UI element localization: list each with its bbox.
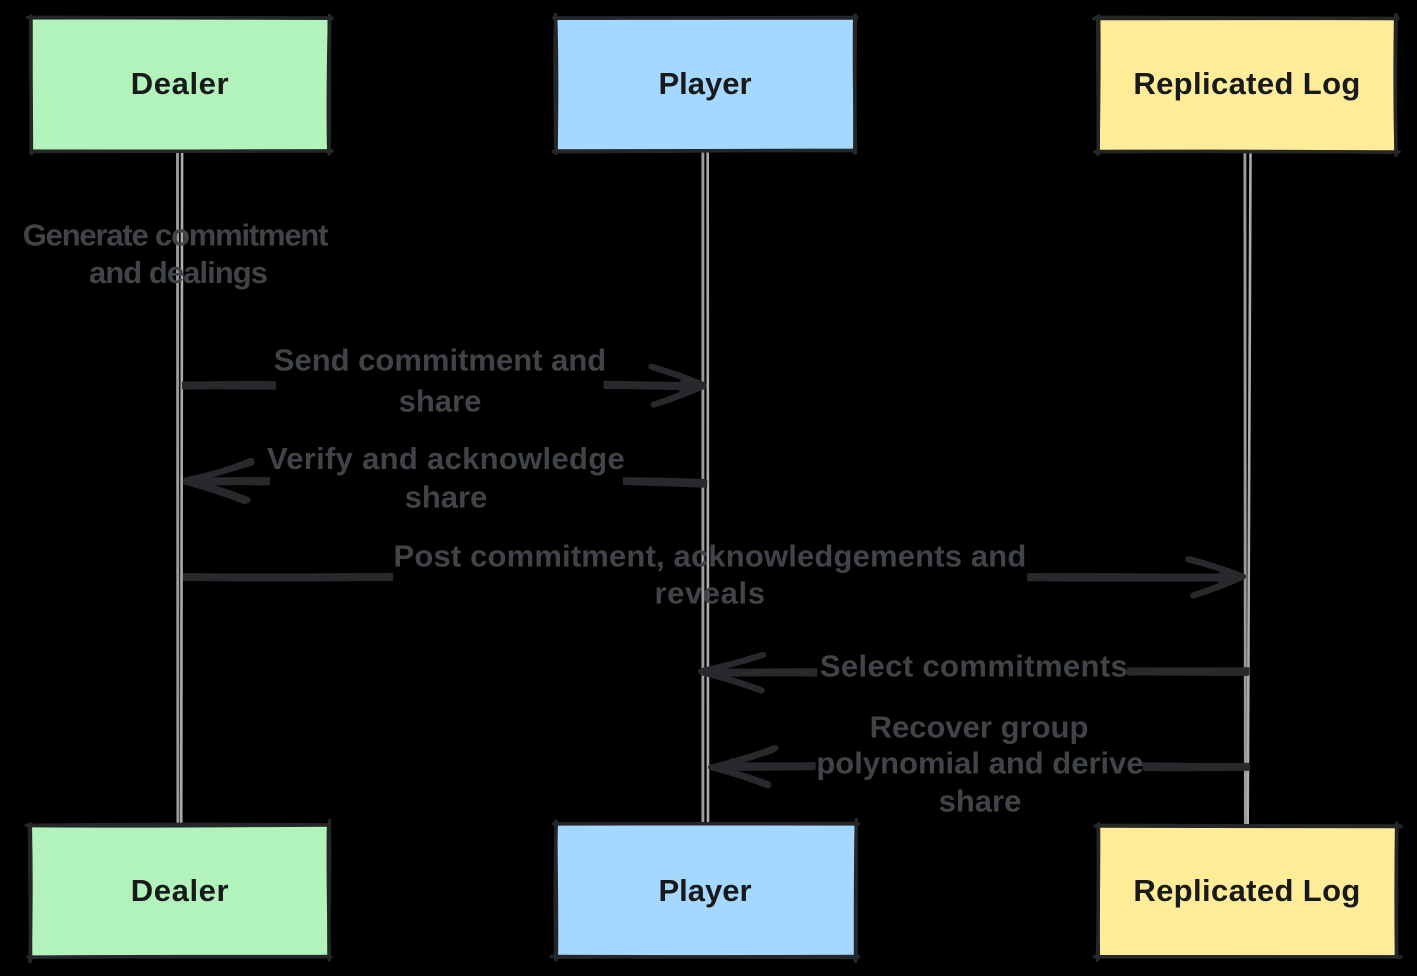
svg-text:Player: Player xyxy=(658,873,751,908)
svg-text:Dealer: Dealer xyxy=(131,873,229,908)
svg-text:Generate commitment: Generate commitment xyxy=(23,218,328,253)
svg-text:Select commitments: Select commitments xyxy=(820,649,1128,684)
svg-text:Player: Player xyxy=(658,66,751,101)
svg-text:polynomial and derive: polynomial and derive xyxy=(816,746,1143,781)
svg-text:share: share xyxy=(399,384,482,419)
svg-text:Post commitment, acknowledgeme: Post commitment, acknowledgements and xyxy=(394,539,1027,574)
svg-text:share: share xyxy=(939,784,1022,819)
svg-text:Replicated Log: Replicated Log xyxy=(1133,66,1360,101)
svg-text:Replicated Log: Replicated Log xyxy=(1133,873,1360,908)
svg-text:and dealings: and dealings xyxy=(89,255,267,290)
svg-text:Verify and acknowledge: Verify and acknowledge xyxy=(267,441,625,476)
svg-text:reveals: reveals xyxy=(654,576,765,611)
svg-text:Dealer: Dealer xyxy=(131,66,229,101)
svg-text:Send commitment and: Send commitment and xyxy=(274,343,606,378)
svg-text:share: share xyxy=(405,480,488,515)
svg-text:Recover group: Recover group xyxy=(870,710,1089,745)
